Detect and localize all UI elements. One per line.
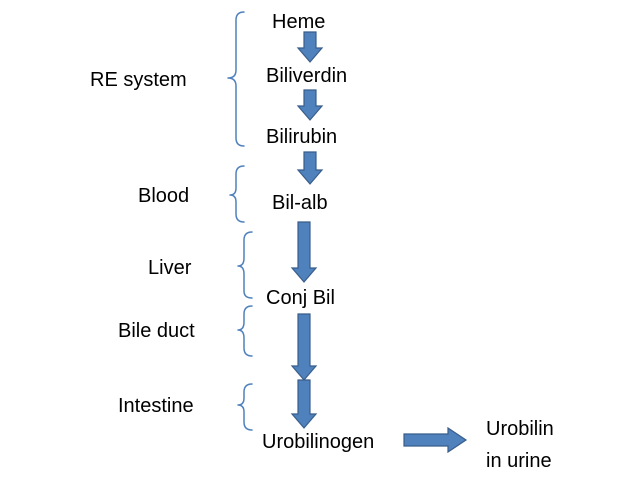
step-conj-bil: Conj Bil xyxy=(266,287,335,309)
location-blood: Blood xyxy=(138,185,189,207)
step-biliverdin: Biliverdin xyxy=(266,65,347,87)
step-urobilin-urine: in urine xyxy=(486,450,552,472)
step-urobilin: Urobilin xyxy=(486,418,554,440)
location-re-system: RE system xyxy=(90,69,187,91)
right-arrow-icon xyxy=(403,426,468,454)
down-arrow-icon xyxy=(296,31,324,63)
bracket-blood-icon xyxy=(229,165,245,223)
location-liver: Liver xyxy=(148,257,192,279)
step-bil-alb: Bil-alb xyxy=(272,192,328,214)
down-arrow-icon xyxy=(296,151,324,185)
bracket-liver-icon xyxy=(237,231,253,299)
location-intestine: Intestine xyxy=(118,395,194,417)
down-arrow-icon xyxy=(290,221,318,283)
step-heme: Heme xyxy=(272,11,325,33)
down-arrow-icon xyxy=(290,313,318,381)
flow-arrows xyxy=(290,31,468,454)
step-urobilinogen: Urobilinogen xyxy=(262,431,374,453)
down-arrow-icon xyxy=(290,379,318,429)
step-bilirubin: Bilirubin xyxy=(266,126,337,148)
bracket-bile-duct-icon xyxy=(237,305,253,357)
brackets xyxy=(227,11,253,431)
down-arrow-icon xyxy=(296,89,324,121)
bracket-intestine-icon xyxy=(237,383,253,431)
location-bile-duct: Bile duct xyxy=(118,320,195,342)
bracket-re-system-icon xyxy=(227,11,245,147)
